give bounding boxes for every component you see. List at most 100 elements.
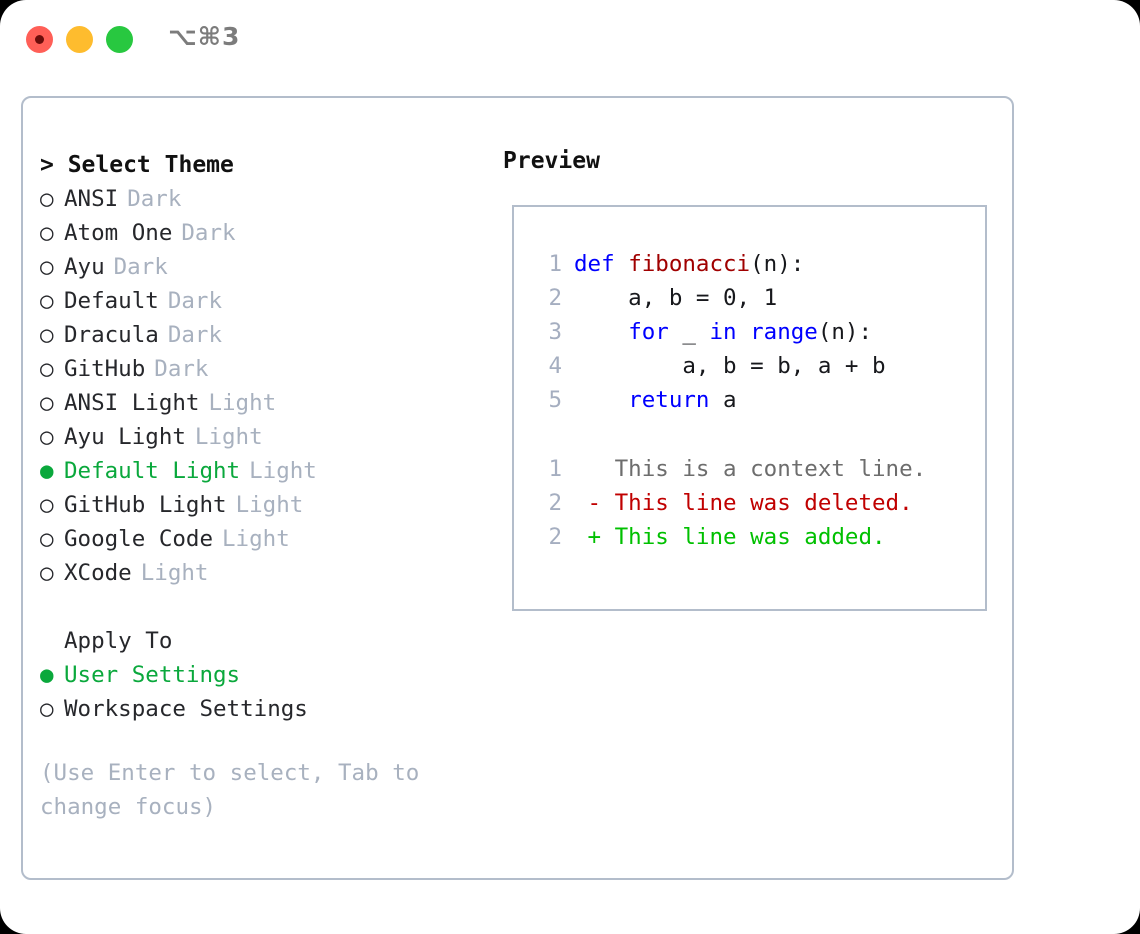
radio-selected-icon: ● xyxy=(40,458,54,484)
theme-item-category: Light xyxy=(194,424,263,450)
line-number: 2 xyxy=(548,490,562,516)
theme-item-category: Dark xyxy=(167,322,223,348)
apply-to-list: ● User Settings ○ Workspace Settings xyxy=(40,658,480,726)
radio-unselected-icon: ○ xyxy=(40,560,54,586)
line-number: 1 xyxy=(548,456,562,482)
apply-to-title: Apply To xyxy=(64,628,173,654)
theme-item[interactable]: ○ ANSI Light Light xyxy=(40,386,480,420)
title-bar: ⌥⌘3 xyxy=(0,0,1140,80)
code-token xyxy=(737,319,751,345)
code-token: (n): xyxy=(750,251,805,277)
theme-item-category: Dark xyxy=(127,186,182,212)
code-token: return xyxy=(628,387,710,413)
theme-item-label: Dracula xyxy=(64,322,159,348)
radio-unselected-icon: ○ xyxy=(40,220,54,246)
theme-item-label: ANSI Light xyxy=(64,390,200,416)
theme-item[interactable]: ○ GitHub Light Light xyxy=(40,488,480,522)
theme-item-label: XCode xyxy=(64,560,132,586)
code-line: 1 def fibonacci(n): xyxy=(532,247,886,281)
line-number: 5 xyxy=(548,387,562,413)
theme-item-category: Light xyxy=(249,458,317,484)
code-token xyxy=(574,319,628,345)
code-token: a xyxy=(709,387,737,413)
theme-item-category: Dark xyxy=(113,254,168,280)
theme-item-label: ANSI xyxy=(64,186,119,212)
code-token: def xyxy=(574,251,629,277)
maximize-button[interactable] xyxy=(106,26,133,53)
theme-item-category: Dark xyxy=(167,288,223,314)
line-number: 1 xyxy=(548,251,562,277)
radio-unselected-icon: ○ xyxy=(40,186,54,212)
apply-to-option-label: User Settings xyxy=(64,662,241,688)
keyboard-hint: (Use Enter to select, Tab to change focu… xyxy=(40,760,420,820)
theme-picker-header: > Select Theme xyxy=(40,152,234,178)
code-token: in xyxy=(709,319,737,345)
code-token: range xyxy=(750,319,818,345)
diff-preview: 1 This is a context line.2 - This line w… xyxy=(532,452,926,554)
theme-item-label: Ayu xyxy=(64,254,105,280)
minimize-button[interactable] xyxy=(66,26,93,53)
diff-line-text: This is a context line. xyxy=(574,456,927,482)
theme-item[interactable]: ○ Google Code Light xyxy=(40,522,480,556)
code-token: fibonacci xyxy=(628,251,751,277)
apply-to-option[interactable]: ○ Workspace Settings xyxy=(40,692,480,726)
code-token xyxy=(574,387,628,413)
radio-unselected-icon: ○ xyxy=(40,492,54,518)
close-button[interactable] xyxy=(26,26,53,53)
theme-item-category: Dark xyxy=(154,356,209,382)
diff-line: 2 - This line was deleted. xyxy=(532,486,926,520)
apply-to-option[interactable]: ● User Settings xyxy=(40,658,480,692)
diff-line-text: + This line was added. xyxy=(574,524,886,550)
radio-unselected-icon: ○ xyxy=(40,356,54,382)
radio-unselected-icon: ○ xyxy=(40,526,54,552)
radio-unselected-icon: ○ xyxy=(40,696,54,722)
theme-item[interactable]: ○ Ayu Light Light xyxy=(40,420,480,454)
spacer xyxy=(40,590,480,624)
diff-line-text: - This line was deleted. xyxy=(574,490,913,516)
theme-item[interactable]: ○ ANSI Dark xyxy=(40,182,480,216)
code-token: a, b = 0, 1 xyxy=(574,285,778,311)
window-title: ⌥⌘3 xyxy=(168,22,241,51)
code-token: _ xyxy=(668,319,710,345)
theme-item-category: Dark xyxy=(181,220,236,246)
code-token: (n): xyxy=(817,319,873,345)
theme-item-label: Atom One xyxy=(64,220,173,246)
theme-item-label: Google Code xyxy=(64,526,214,552)
line-number: 3 xyxy=(548,319,562,345)
theme-item[interactable]: ○ Atom One Dark xyxy=(40,216,480,250)
theme-item-label: Ayu Light xyxy=(64,424,186,450)
code-token: for xyxy=(628,319,669,345)
apply-to-option-label: Workspace Settings xyxy=(64,696,308,722)
theme-item-category: Light xyxy=(235,492,304,518)
radio-unselected-icon: ○ xyxy=(40,322,54,348)
code-line: 5 return a xyxy=(532,383,886,417)
code-token: a, b = b, a + b xyxy=(574,353,886,379)
recording-indicator-icon xyxy=(35,35,44,44)
theme-item-label: Default Light xyxy=(64,458,241,484)
code-line: 4 a, b = b, a + b xyxy=(532,349,886,383)
code-line: 2 a, b = 0, 1 xyxy=(532,281,886,315)
theme-item-label: GitHub Light xyxy=(64,492,227,518)
theme-item-category: Light xyxy=(222,526,290,552)
radio-selected-icon: ● xyxy=(40,662,54,688)
line-number: 2 xyxy=(548,285,562,311)
theme-item-category: Light xyxy=(208,390,277,416)
radio-unselected-icon: ○ xyxy=(40,424,54,450)
theme-item[interactable]: ○ Dracula Dark xyxy=(40,318,480,352)
preview-title: Preview xyxy=(503,148,600,174)
theme-item[interactable]: ○ Ayu Dark xyxy=(40,250,480,284)
diff-line: 1 This is a context line. xyxy=(532,452,926,486)
radio-unselected-icon: ○ xyxy=(40,254,54,280)
radio-unselected-icon: ○ xyxy=(40,390,54,416)
theme-item[interactable]: ● Default Light Light xyxy=(40,454,480,488)
line-number: 4 xyxy=(548,353,562,379)
